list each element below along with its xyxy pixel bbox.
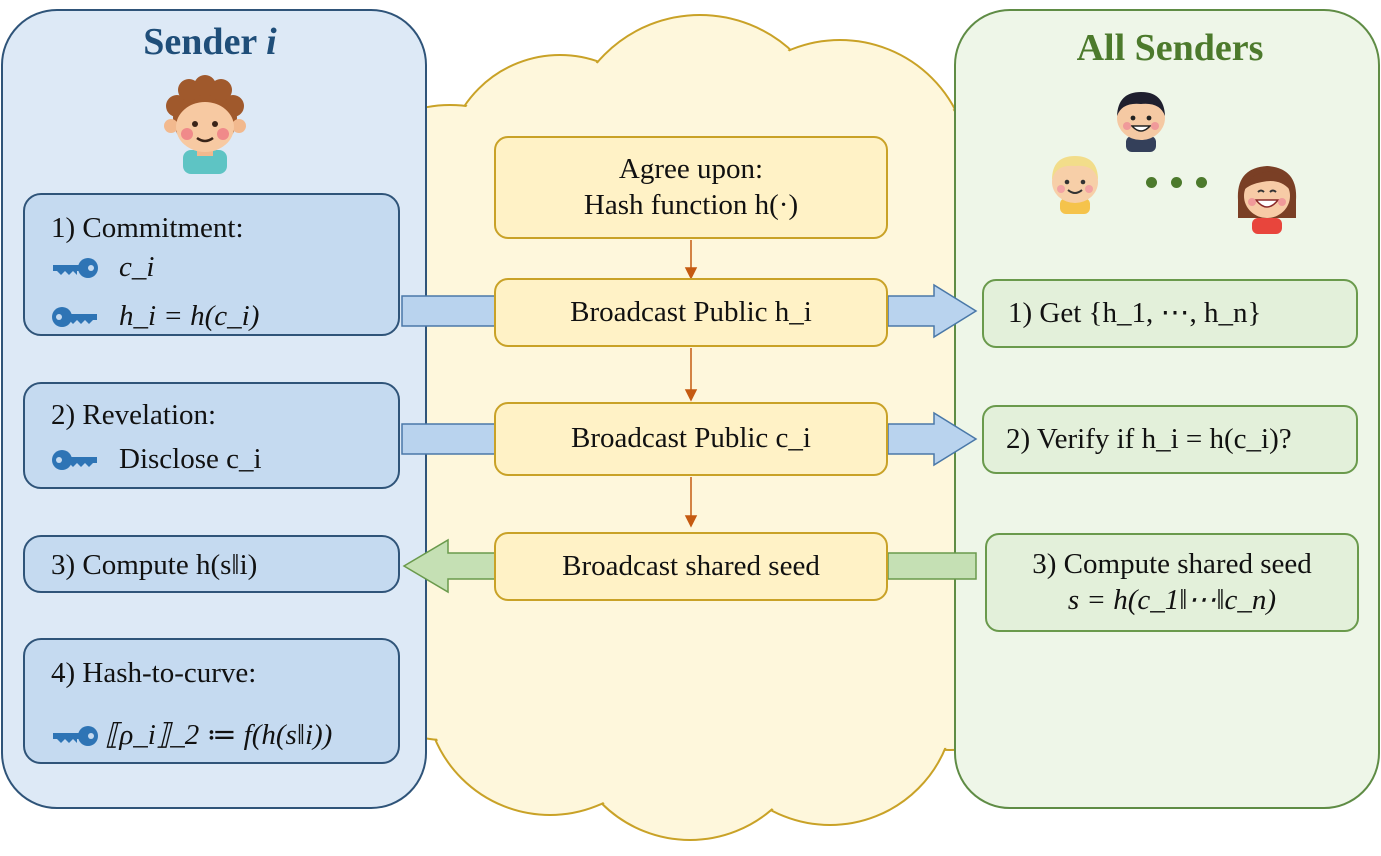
- arrow-seed-to-broadcast: [887, 552, 977, 580]
- arrow-broadcast-h-to-get: [887, 283, 978, 339]
- compute-seed-formula: s = h(c_1‖⋯‖c_n): [1067, 583, 1277, 616]
- get-hashes-box: 1) Get {h_1, ⋯, h_n}: [982, 279, 1358, 348]
- broadcast-h-label: Broadcast Public h_i: [570, 295, 812, 328]
- boy-blond-icon: [1052, 156, 1098, 214]
- girl-icon: [1237, 166, 1297, 234]
- arrow-broadcast-to-compute: [402, 538, 497, 594]
- revelation-box: 2) Revelation: Disclose c_i: [23, 382, 400, 489]
- key-icon: [52, 449, 97, 470]
- commitment-value: c_i: [119, 251, 155, 283]
- commitment-hash: h_i = h(c_i): [119, 300, 260, 332]
- key-icon: [53, 257, 98, 278]
- boy-dark-icon: [1117, 92, 1165, 152]
- verify-box: 2) Verify if h_i = h(c_i)?: [982, 405, 1358, 474]
- broadcast-seed-box: Broadcast shared seed: [494, 532, 888, 601]
- key-icon: [53, 725, 98, 746]
- ellipsis-dots: [1146, 177, 1207, 188]
- broadcast-h-box: Broadcast Public h_i: [494, 278, 888, 347]
- boy-curly-icon: [164, 75, 246, 174]
- hash-to-curve-label: 4) Hash-to-curve:: [51, 657, 257, 689]
- hash-to-curve-formula: ⟦ρ_i⟧_2 ≔ f(h(s‖i)): [105, 719, 333, 751]
- agree-box: Agree upon: Hash function h(·): [494, 136, 888, 239]
- down-arrows: [684, 240, 698, 528]
- arrow-broadcast-c-to-verify: [887, 411, 978, 467]
- all-senders-title: All Senders: [1076, 27, 1264, 69]
- agree-hash-function: Hash function h(·): [583, 188, 799, 221]
- compute-seed-label: 3) Compute shared seed: [1032, 548, 1312, 581]
- key-icon: [52, 306, 97, 327]
- commitment-label: 1) Commitment:: [51, 212, 244, 244]
- agree-label: Agree upon:: [618, 153, 764, 186]
- get-hashes-label: 1) Get {h_1, ⋯, h_n}: [1008, 296, 1262, 329]
- arrow-commit-to-broadcast: [401, 295, 497, 327]
- broadcast-seed-label: Broadcast shared seed: [562, 549, 820, 582]
- verify-label: 2) Verify if h_i = h(c_i)?: [1006, 422, 1292, 455]
- broadcast-c-box: Broadcast Public c_i: [494, 402, 888, 476]
- broadcast-c-label: Broadcast Public c_i: [570, 422, 811, 455]
- compute-seed-box: 3) Compute shared seed s = h(c_1‖⋯‖c_n): [985, 533, 1359, 632]
- hash-to-curve-box: 4) Hash-to-curve: ⟦ρ_i⟧_2 ≔ f(h(s‖i)): [23, 638, 400, 764]
- compute-label: 3) Compute h(s‖i): [51, 549, 258, 581]
- compute-box: 3) Compute h(s‖i): [23, 535, 400, 593]
- revelation-value: Disclose c_i: [119, 443, 262, 475]
- arrow-reveal-to-broadcast: [401, 423, 497, 455]
- commitment-box: 1) Commitment: c_i h_i = h(c_i): [23, 193, 400, 336]
- sender-title: Sender i: [143, 21, 277, 63]
- revelation-label: 2) Revelation:: [51, 399, 217, 431]
